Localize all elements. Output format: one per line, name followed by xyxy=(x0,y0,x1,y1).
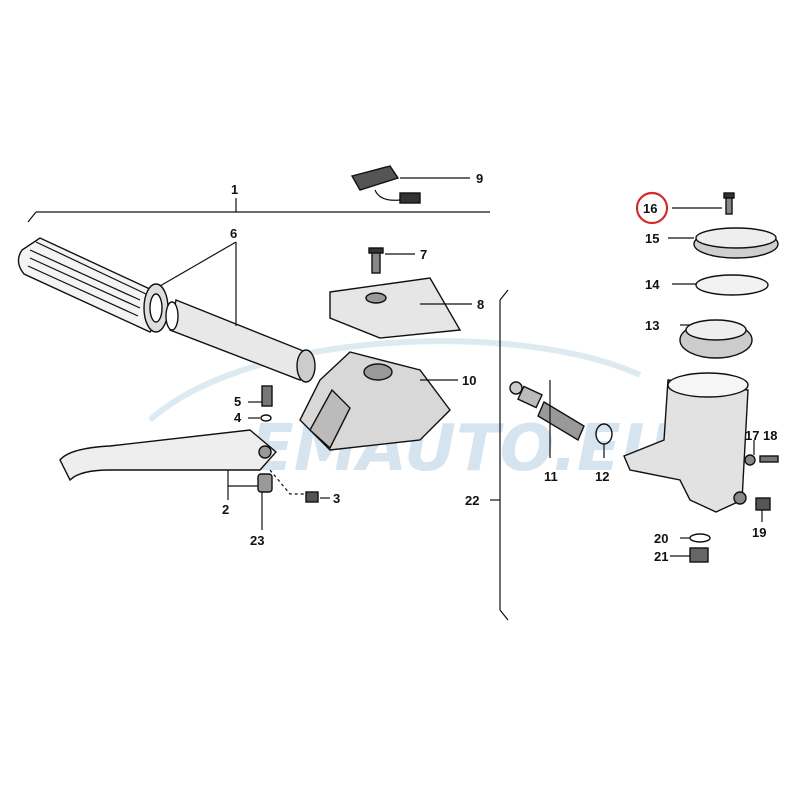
bleed-screw-19 xyxy=(755,497,771,522)
callout-8: 8 xyxy=(477,297,484,312)
washer-20 xyxy=(680,533,711,543)
nut-3 xyxy=(269,469,330,503)
callout-12: 12 xyxy=(595,469,609,484)
callout-22: 22 xyxy=(465,493,479,508)
master-cylinder-13 xyxy=(623,319,756,513)
screw-5 xyxy=(248,385,273,407)
callout-23: 23 xyxy=(250,533,264,548)
brake-lever-2 xyxy=(59,429,277,500)
highlight-circle-16 xyxy=(635,191,669,225)
callout-13: 13 xyxy=(645,318,659,333)
piston-kit-11 xyxy=(509,380,585,458)
handlebar-grip xyxy=(17,237,169,333)
circlip-12 xyxy=(595,423,613,458)
cover-plate-8 xyxy=(329,277,472,339)
callout-18: 18 xyxy=(763,428,777,443)
assembly-bracket-22 xyxy=(490,289,509,621)
callout-6-leaders xyxy=(159,241,237,326)
screw-7 xyxy=(368,247,415,274)
callout-17: 17 xyxy=(745,428,759,443)
callout-21: 21 xyxy=(654,549,668,564)
plug-21 xyxy=(670,547,709,563)
bushing-23 xyxy=(257,473,273,530)
callout-7: 7 xyxy=(420,247,427,262)
cap-screw-16 xyxy=(672,192,735,215)
callout-5: 5 xyxy=(234,394,241,409)
callout-2: 2 xyxy=(222,502,229,517)
throttle-tube xyxy=(165,299,316,383)
callout-19: 19 xyxy=(752,525,766,540)
callout-9: 9 xyxy=(476,171,483,186)
callout-3: 3 xyxy=(333,491,340,506)
screw-18 xyxy=(759,455,779,463)
callout-11: 11 xyxy=(544,469,558,484)
switch-part xyxy=(350,165,470,204)
callout-1: 1 xyxy=(231,182,238,197)
callout-6: 6 xyxy=(230,226,237,241)
callout-20: 20 xyxy=(654,531,668,546)
callout-10: 10 xyxy=(462,373,476,388)
washer-4 xyxy=(248,414,272,422)
callout-14: 14 xyxy=(645,277,660,292)
callouts: 1 2 3 4 5 6 7 8 9 10 11 12 13 14 15 16 1… xyxy=(222,171,777,564)
reservoir-cap-15 xyxy=(668,227,779,259)
callout-15: 15 xyxy=(645,231,659,246)
callout-16: 16 xyxy=(643,201,657,216)
diaphragm-14 xyxy=(672,274,769,296)
housing-10 xyxy=(299,351,458,451)
callout-4: 4 xyxy=(234,410,242,425)
assembly-bracket-1 xyxy=(27,198,490,223)
